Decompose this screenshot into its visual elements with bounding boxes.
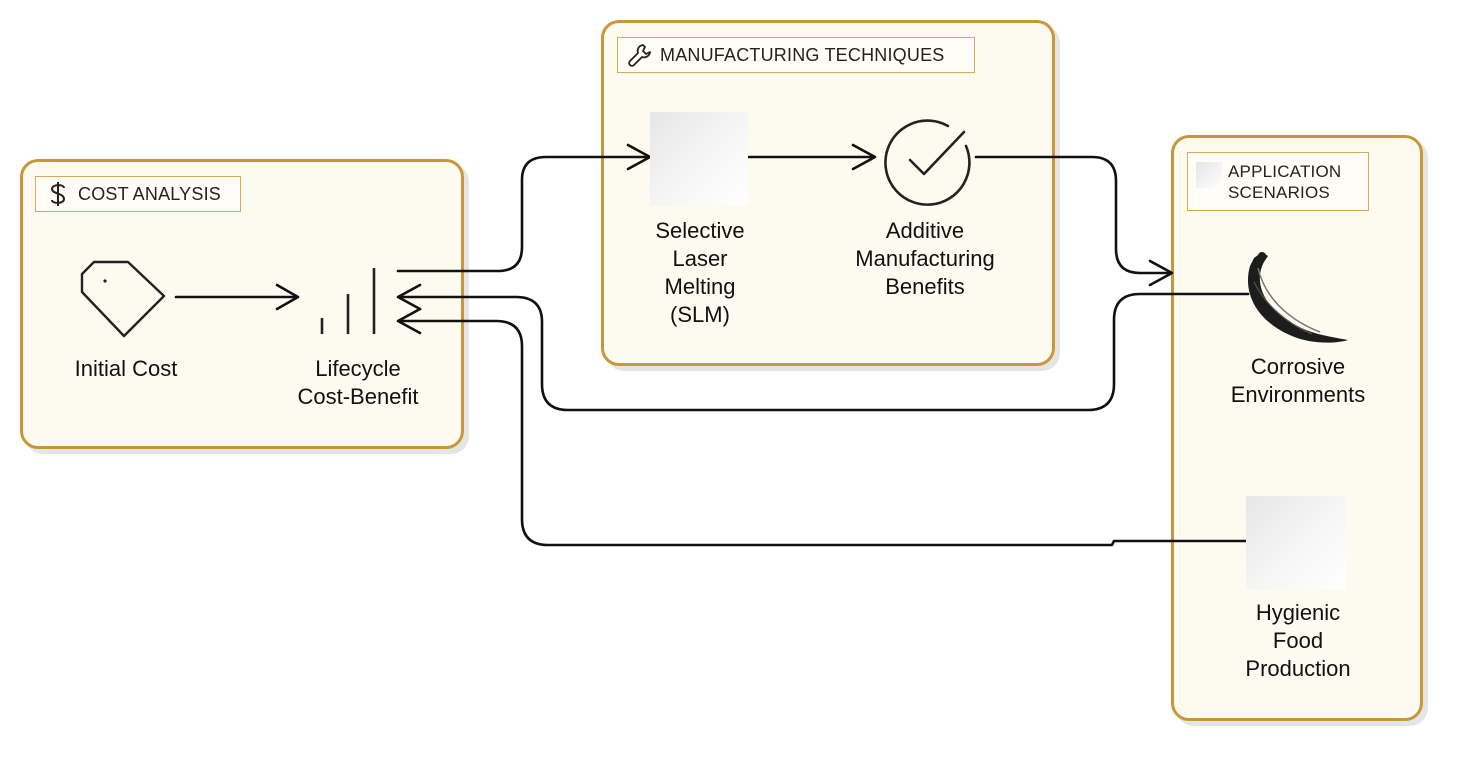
horn-icon	[1247, 252, 1348, 343]
node-hygienic-label: Hygienic Food Production	[1245, 600, 1351, 681]
price-tag-icon	[80, 260, 166, 338]
bar-chart-icon	[320, 268, 376, 334]
hygienic-image-placeholder-icon	[1246, 496, 1346, 590]
manufacturing-techniques-label: MANUFACTURING TECHNIQUES	[617, 37, 975, 73]
cost-analysis-label: COST ANALYSIS	[35, 176, 241, 212]
node-initial-cost-label: Initial Cost	[74, 356, 178, 381]
arrowhead-lifecycle-1	[275, 283, 300, 311]
edge-additive-to-corrosive	[974, 155, 1172, 275]
node-lifecycle-label: Lifecycle Cost-Benefit	[297, 356, 419, 409]
application-scenarios-title: APPLICATION SCENARIOS	[1228, 161, 1342, 202]
check-circle-icon	[884, 119, 971, 206]
node-corrosive-label: Corrosive Environments	[1230, 354, 1366, 407]
arrowhead-corrosive	[1148, 259, 1174, 287]
image-placeholder-icon	[1196, 161, 1222, 188]
arrowhead-lifecycle-2	[396, 283, 422, 311]
node-additive-label: Additive Manufacturing Benefits	[855, 218, 995, 299]
slm-image-placeholder-icon	[650, 112, 748, 206]
edge-corrosive-to-lifecycle	[398, 292, 1250, 412]
cost-analysis-title: COST ANALYSIS	[78, 183, 221, 204]
application-scenarios-group	[1171, 135, 1423, 721]
arrowhead-lifecycle-3	[396, 307, 422, 335]
wrench-icon	[626, 41, 654, 69]
dollar-icon	[44, 180, 72, 208]
edge-lifecycle-to-slm	[396, 155, 650, 273]
arrowhead-additive	[851, 143, 877, 171]
node-slm-label: Selective Laser Melting (SLM)	[655, 218, 745, 327]
manufacturing-techniques-title: MANUFACTURING TECHNIQUES	[660, 44, 945, 65]
edge-hygienic-to-lifecycle	[398, 319, 1250, 547]
application-scenarios-label: APPLICATION SCENARIOS	[1187, 152, 1369, 211]
